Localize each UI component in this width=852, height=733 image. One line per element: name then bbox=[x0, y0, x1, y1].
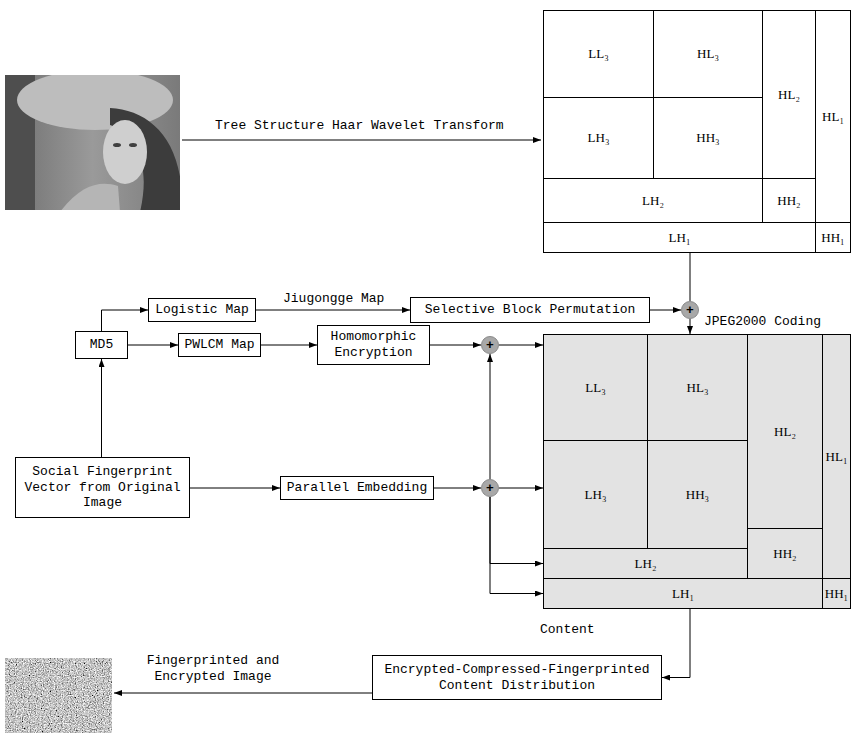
source-photo bbox=[5, 75, 180, 210]
sum-circle: + bbox=[481, 479, 499, 497]
connector-arrow bbox=[690, 319, 691, 334]
sum-circle: + bbox=[481, 336, 499, 354]
node-text: HL₃ bbox=[687, 380, 709, 396]
subband-cell: HL₂ bbox=[762, 10, 816, 179]
transform-arrow bbox=[182, 140, 541, 141]
node-text: LH₃ bbox=[585, 487, 607, 503]
node-text: HL₁ bbox=[826, 449, 848, 465]
node-text: + bbox=[486, 339, 494, 352]
connector-arrow bbox=[434, 488, 481, 489]
process-box: Encrypted-Compressed-Fingerprinted Conte… bbox=[372, 655, 662, 700]
process-box: Selective Block Permutation bbox=[410, 297, 650, 323]
connector-arrow bbox=[430, 345, 481, 346]
coded-subband-cell: LL₃ bbox=[543, 334, 648, 441]
connector-arrow bbox=[256, 310, 410, 311]
node-text: HH₁ bbox=[821, 230, 844, 246]
node-text: LH₂ bbox=[642, 193, 664, 209]
photo-face bbox=[103, 120, 147, 184]
node-text: Logistic Map bbox=[155, 302, 249, 318]
node-text: Encrypted-Compressed-Fingerprinted Conte… bbox=[376, 662, 658, 693]
node-text: Social Fingerprint Vector from Original … bbox=[19, 464, 186, 511]
free-label: Tree Structure Haar Wavelet Transform bbox=[215, 118, 504, 134]
node-text: HH₃ bbox=[696, 130, 719, 146]
node-text: + bbox=[486, 482, 494, 495]
process-box: Social Fingerprint Vector from Original … bbox=[15, 457, 190, 518]
process-box: Parallel Embedding bbox=[280, 476, 434, 500]
node-text: Selective Block Permutation bbox=[425, 302, 636, 318]
subband-cell: HH₂ bbox=[762, 178, 816, 223]
connector-arrow bbox=[128, 345, 178, 346]
coded-subband-cell: HL₁ bbox=[822, 334, 851, 579]
coded-subband-cell: HL₂ bbox=[747, 334, 823, 529]
node-text: LH₂ bbox=[635, 556, 657, 572]
coded-subband-cell: HH₁ bbox=[822, 578, 851, 609]
process-box: Logistic Map bbox=[148, 298, 256, 322]
connector-arrow bbox=[499, 488, 543, 489]
connector-arrow bbox=[662, 609, 690, 678]
connector-arrow bbox=[690, 253, 691, 301]
node-text: HL₁ bbox=[822, 109, 844, 125]
sum-circle: + bbox=[681, 301, 699, 319]
process-box: Homomorphic Encryption bbox=[317, 325, 430, 365]
photo-shoulder bbox=[60, 184, 120, 210]
coded-subband-cell: HH₂ bbox=[747, 528, 823, 579]
node-text: HH₂ bbox=[777, 193, 800, 209]
node-text: MD5 bbox=[90, 337, 113, 353]
free-label: Fingerprinted and Encrypted Image bbox=[138, 653, 288, 684]
connector-arrow bbox=[261, 345, 317, 346]
node-text: LL₃ bbox=[588, 46, 608, 62]
node-text: Parallel Embedding bbox=[287, 480, 427, 496]
process-box: PWLCM Map bbox=[178, 333, 261, 357]
connector-arrow bbox=[499, 345, 543, 346]
coded-subband-cell: HL₃ bbox=[647, 334, 748, 441]
subband-cell: LH₂ bbox=[543, 178, 763, 223]
subband-cell: HH₁ bbox=[815, 222, 851, 253]
node-text: HH₃ bbox=[686, 487, 709, 503]
encrypted-noise-image bbox=[5, 658, 112, 733]
subband-cell: HL₁ bbox=[815, 10, 851, 223]
photo-eye bbox=[113, 143, 121, 147]
coded-subband-cell: LH₃ bbox=[543, 440, 648, 549]
subband-cell: LH₁ bbox=[543, 222, 816, 253]
node-text: LH₃ bbox=[588, 130, 610, 146]
node-text: LH₁ bbox=[672, 586, 694, 602]
node-text: LH₁ bbox=[669, 230, 691, 246]
subband-cell: HH₃ bbox=[653, 97, 763, 179]
node-text: HH₂ bbox=[773, 546, 796, 562]
node-text: HH₁ bbox=[825, 586, 848, 602]
free-label: Content bbox=[540, 622, 595, 638]
connector-arrow bbox=[101, 359, 102, 457]
edge-label: JPEG2000 Coding bbox=[703, 314, 822, 330]
subband-cell: LH₃ bbox=[543, 97, 654, 179]
connector-arrow bbox=[490, 497, 543, 564]
output-arrow bbox=[114, 693, 372, 694]
photo-eye bbox=[129, 143, 137, 147]
node-text: Homomorphic Encryption bbox=[321, 329, 426, 360]
node-text: LL₃ bbox=[585, 380, 605, 396]
edge-label: Jiugongge Map bbox=[282, 291, 385, 307]
node-text: HL₂ bbox=[774, 424, 796, 440]
coded-subband-cell: LH₂ bbox=[543, 548, 748, 579]
connector-arrow bbox=[102, 310, 149, 331]
connector-arrow bbox=[490, 497, 543, 594]
subband-cell: HL₃ bbox=[653, 10, 763, 98]
connector-arrow bbox=[490, 354, 491, 479]
node-text: HL₃ bbox=[697, 46, 719, 62]
node-text: HL₂ bbox=[778, 87, 800, 103]
node-text: + bbox=[686, 304, 694, 317]
coded-subband-cell: LH₁ bbox=[543, 578, 823, 609]
process-box: MD5 bbox=[75, 331, 128, 359]
node-text: PWLCM Map bbox=[184, 337, 254, 353]
connector-arrow bbox=[650, 310, 681, 311]
coded-subband-cell: HH₃ bbox=[647, 440, 748, 549]
subband-cell: LL₃ bbox=[543, 10, 654, 98]
connector-arrow bbox=[190, 488, 280, 489]
